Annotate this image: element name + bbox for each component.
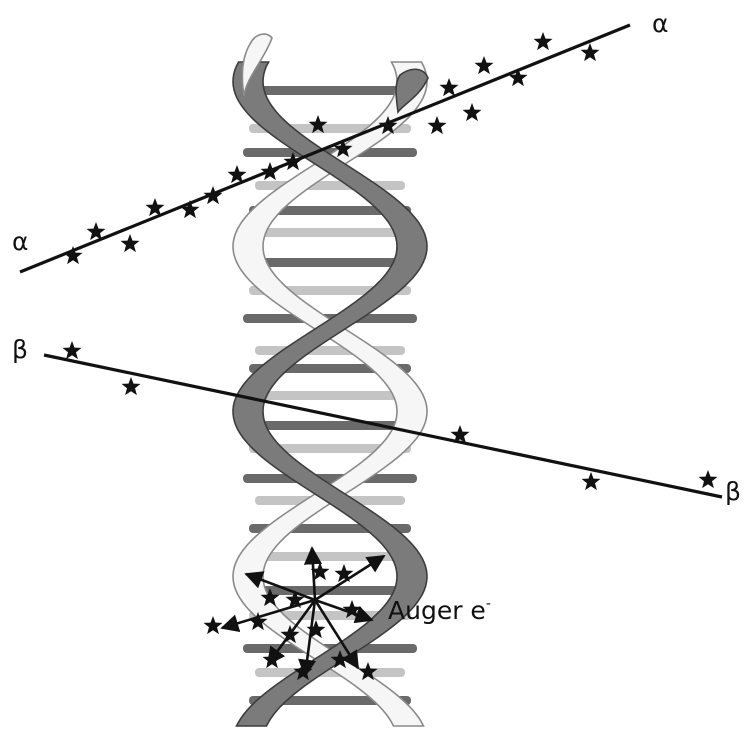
auger-electron-charge: - xyxy=(486,596,491,612)
star-icon xyxy=(428,116,447,134)
star-icon xyxy=(440,78,459,96)
star-icon xyxy=(463,103,482,121)
base-pair-rung xyxy=(255,258,405,267)
base-pair-rung xyxy=(243,474,417,483)
base-pair-rung xyxy=(243,228,417,237)
star-icon xyxy=(121,234,140,252)
auger-electron-label: Auger e- xyxy=(388,596,491,625)
star-icon xyxy=(261,162,280,180)
star-icon xyxy=(204,186,223,204)
star-icon xyxy=(204,616,223,634)
star-icon xyxy=(122,377,141,395)
beta-label-left: β xyxy=(12,335,28,364)
star-icon xyxy=(581,43,600,61)
auger-electron-text: Auger e xyxy=(388,596,486,625)
star-icon xyxy=(63,341,82,359)
ionization-events xyxy=(63,32,718,680)
star-icon xyxy=(582,472,601,490)
alpha-label-right: α xyxy=(652,9,668,38)
base-pair-rung xyxy=(255,86,405,95)
star-icon xyxy=(475,56,494,74)
star-icon xyxy=(509,68,528,86)
beta-label-right: β xyxy=(725,477,741,506)
star-icon xyxy=(181,200,200,218)
star-icon xyxy=(534,32,553,50)
star-icon xyxy=(699,470,718,488)
alpha-label-left: α xyxy=(12,227,28,256)
star-icon xyxy=(335,564,354,582)
